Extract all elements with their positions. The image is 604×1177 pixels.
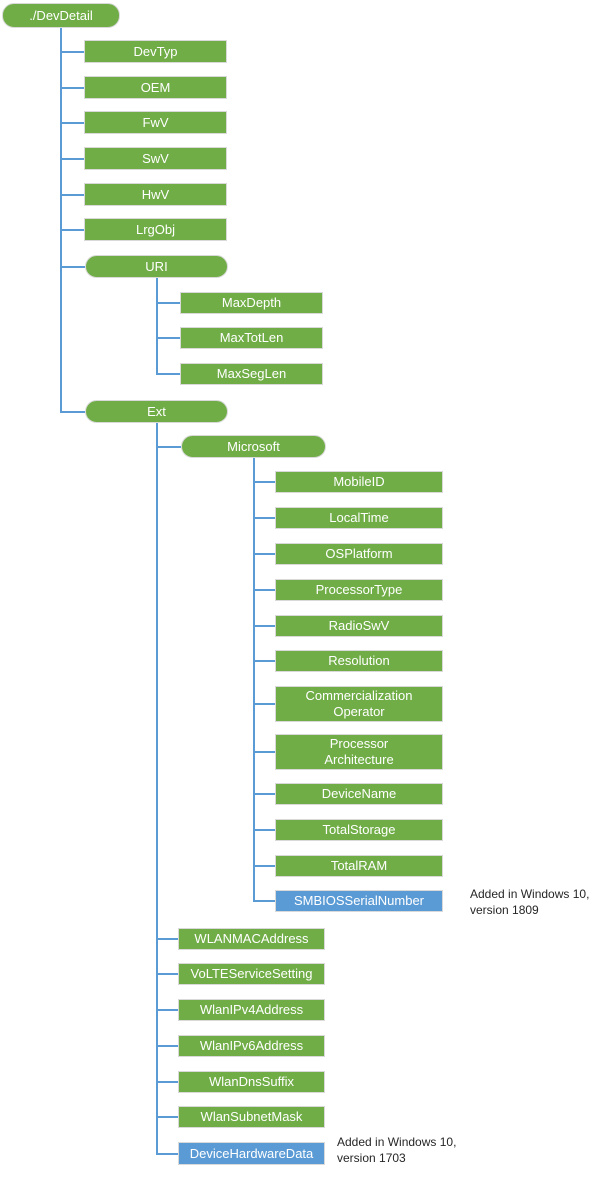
connector-line [60,411,85,413]
connector-line [156,446,181,448]
connector-line [253,865,275,867]
node-oem: OEM [84,76,227,99]
connector-line [156,1045,178,1047]
node-uri: URI [85,255,228,278]
node-radioswv: RadioSwV [275,615,443,637]
connector-line [60,87,84,89]
connector-line [253,458,255,902]
node-resolution: Resolution [275,650,443,672]
node-maxtotlen: MaxTotLen [180,327,323,349]
node-wlansubnetmask: WlanSubnetMask [178,1106,325,1128]
connector-line [60,28,62,413]
annotation-smbios-note: Added in Windows 10, version 1809 [470,887,590,917]
connector-line [253,751,275,753]
node-osplatform: OSPlatform [275,543,443,565]
connector-line [156,973,178,975]
node-wlanmacaddress: WLANMACAddress [178,928,325,950]
connector-line [156,337,180,339]
connector-line [60,51,84,53]
connector-line [156,1153,178,1155]
connector-line [156,302,180,304]
connector-line [253,793,275,795]
connector-line [156,1116,178,1118]
connector-line [253,553,275,555]
node-commercialization-operator: Commercialization Operator [275,686,443,722]
node-totalstorage: TotalStorage [275,819,443,841]
node-devicehardwaredata: DeviceHardwareData [178,1142,325,1165]
node-devtyp: DevTyp [84,40,227,63]
connector-line [156,423,158,1155]
node-devdetail-root: ./DevDetail [2,3,120,28]
connector-line [156,373,180,375]
connector-line [253,517,275,519]
node-totalram: TotalRAM [275,855,443,877]
connector-line [60,194,84,196]
connector-line [253,589,275,591]
node-volteservicesetting: VoLTEServiceSetting [178,963,325,985]
node-smbiosserialnumber: SMBIOSSerialNumber [275,890,443,912]
node-wlandnssuffix: WlanDnsSuffix [178,1071,325,1093]
connector-line [253,829,275,831]
connector-line [60,158,84,160]
connector-line [60,229,84,231]
connector-line [60,266,85,268]
connector-line [156,938,178,940]
node-wlanipv4address: WlanIPv4Address [178,999,325,1021]
connector-line [156,278,158,375]
node-maxdepth: MaxDepth [180,292,323,314]
annotation-devicehardware-note: Added in Windows 10, version 1703 [337,1135,457,1165]
connector-line [156,1009,178,1011]
connector-line [253,481,275,483]
node-devicename: DeviceName [275,783,443,805]
node-processortype: ProcessorType [275,579,443,601]
node-mobileid: MobileID [275,471,443,493]
connector-line [253,660,275,662]
node-ext: Ext [85,400,228,423]
node-processor-architecture: Processor Architecture [275,734,443,770]
node-microsoft: Microsoft [181,435,326,458]
connector-line [253,625,275,627]
node-wlanipv6address: WlanIPv6Address [178,1035,325,1057]
node-localtime: LocalTime [275,507,443,529]
connector-line [253,703,275,705]
node-hwv: HwV [84,183,227,206]
connector-line [253,900,275,902]
node-lrgobj: LrgObj [84,218,227,241]
connector-line [156,1081,178,1083]
node-maxseglen: MaxSegLen [180,363,323,385]
node-fwv: FwV [84,111,227,134]
connector-line [60,122,84,124]
node-swv: SwV [84,147,227,170]
